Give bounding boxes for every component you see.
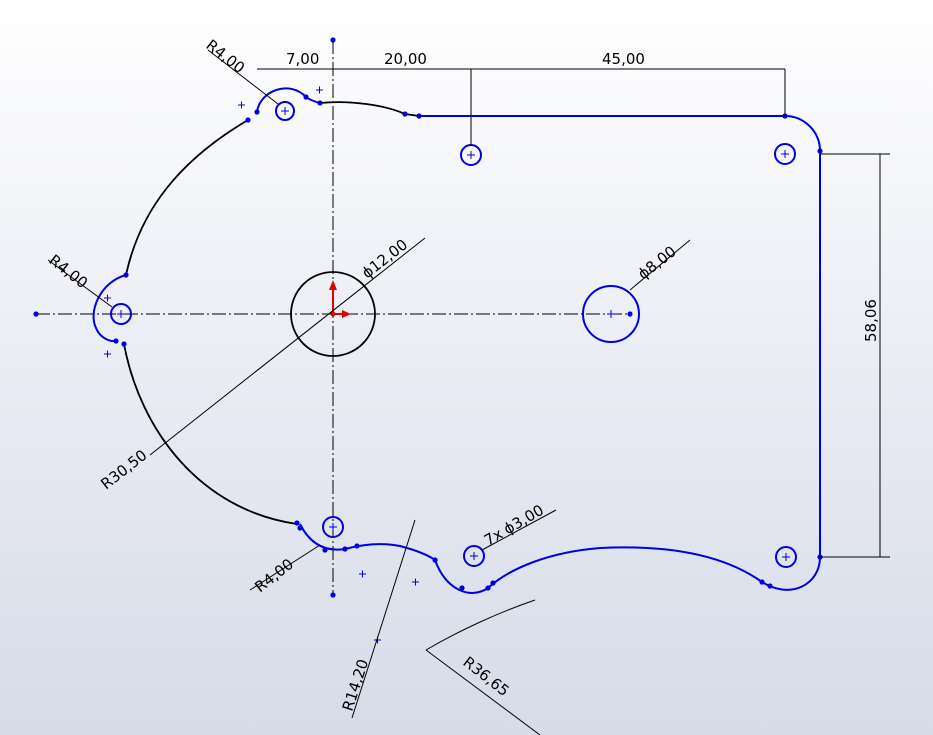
origin-icon <box>329 280 351 318</box>
centerline-endpoint-top[interactable] <box>330 37 336 43</box>
centerline-endpoint-left[interactable] <box>33 311 39 317</box>
small-hole-left[interactable] <box>110 303 132 325</box>
center-hole-12[interactable] <box>290 271 376 357</box>
dim-dia8[interactable]: ϕ8,00 <box>634 242 679 283</box>
dim-r4-bottom[interactable]: R4,00 <box>251 555 297 596</box>
small-hole-top-left[interactable] <box>275 101 295 121</box>
small-hole-bottom-left[interactable] <box>322 516 344 538</box>
dim-r4-top[interactable]: R4,00 <box>203 36 249 77</box>
hole-8[interactable] <box>582 285 640 343</box>
dim-58[interactable]: 58,06 <box>862 299 880 342</box>
blue-arc-left[interactable] <box>92 274 127 343</box>
small-hole-bottom-mid[interactable] <box>463 545 485 567</box>
dim-20[interactable]: 20,00 <box>384 50 427 68</box>
dim-r4-left[interactable]: R4,00 <box>46 251 92 292</box>
black-arc-lower-left[interactable] <box>123 343 298 525</box>
svg-text:7xϕ3,00: 7xϕ3,00 <box>481 501 547 549</box>
dim-r36[interactable]: R36,65 <box>460 653 513 700</box>
dim-r14[interactable]: R14,20 <box>339 657 373 713</box>
dimension-lines <box>47 49 890 735</box>
blue-arc-bottom-left[interactable] <box>299 523 436 561</box>
dim-7[interactable]: 7,00 <box>286 50 319 68</box>
dim-dia12-value: 12,00 <box>366 235 411 276</box>
dim-dia3-value: 3,00 <box>509 501 547 533</box>
hole-count: 7x <box>481 525 506 550</box>
small-hole-bottom-right[interactable] <box>775 546 797 568</box>
blue-arc-top-left[interactable] <box>256 87 321 113</box>
blue-outline-bottom[interactable] <box>434 546 821 594</box>
dim-r30[interactable]: R30,50 <box>97 446 150 493</box>
centerline-endpoint-bottom[interactable] <box>330 592 336 598</box>
svg-text:ϕ8,00: ϕ8,00 <box>634 242 679 283</box>
svg-text:ϕ12,00: ϕ12,00 <box>358 235 411 282</box>
dim-holes-dia3[interactable]: 7xϕ3,00 <box>481 501 547 549</box>
black-arc-upper-left[interactable] <box>125 119 249 276</box>
small-hole-top-right[interactable] <box>774 143 796 165</box>
center-markers <box>104 86 790 644</box>
blue-outline-top[interactable] <box>419 115 821 557</box>
sketch-points[interactable] <box>113 94 823 591</box>
dim-dia12[interactable]: ϕ12,00 <box>358 235 411 282</box>
dim-45[interactable]: 45,00 <box>602 50 645 68</box>
